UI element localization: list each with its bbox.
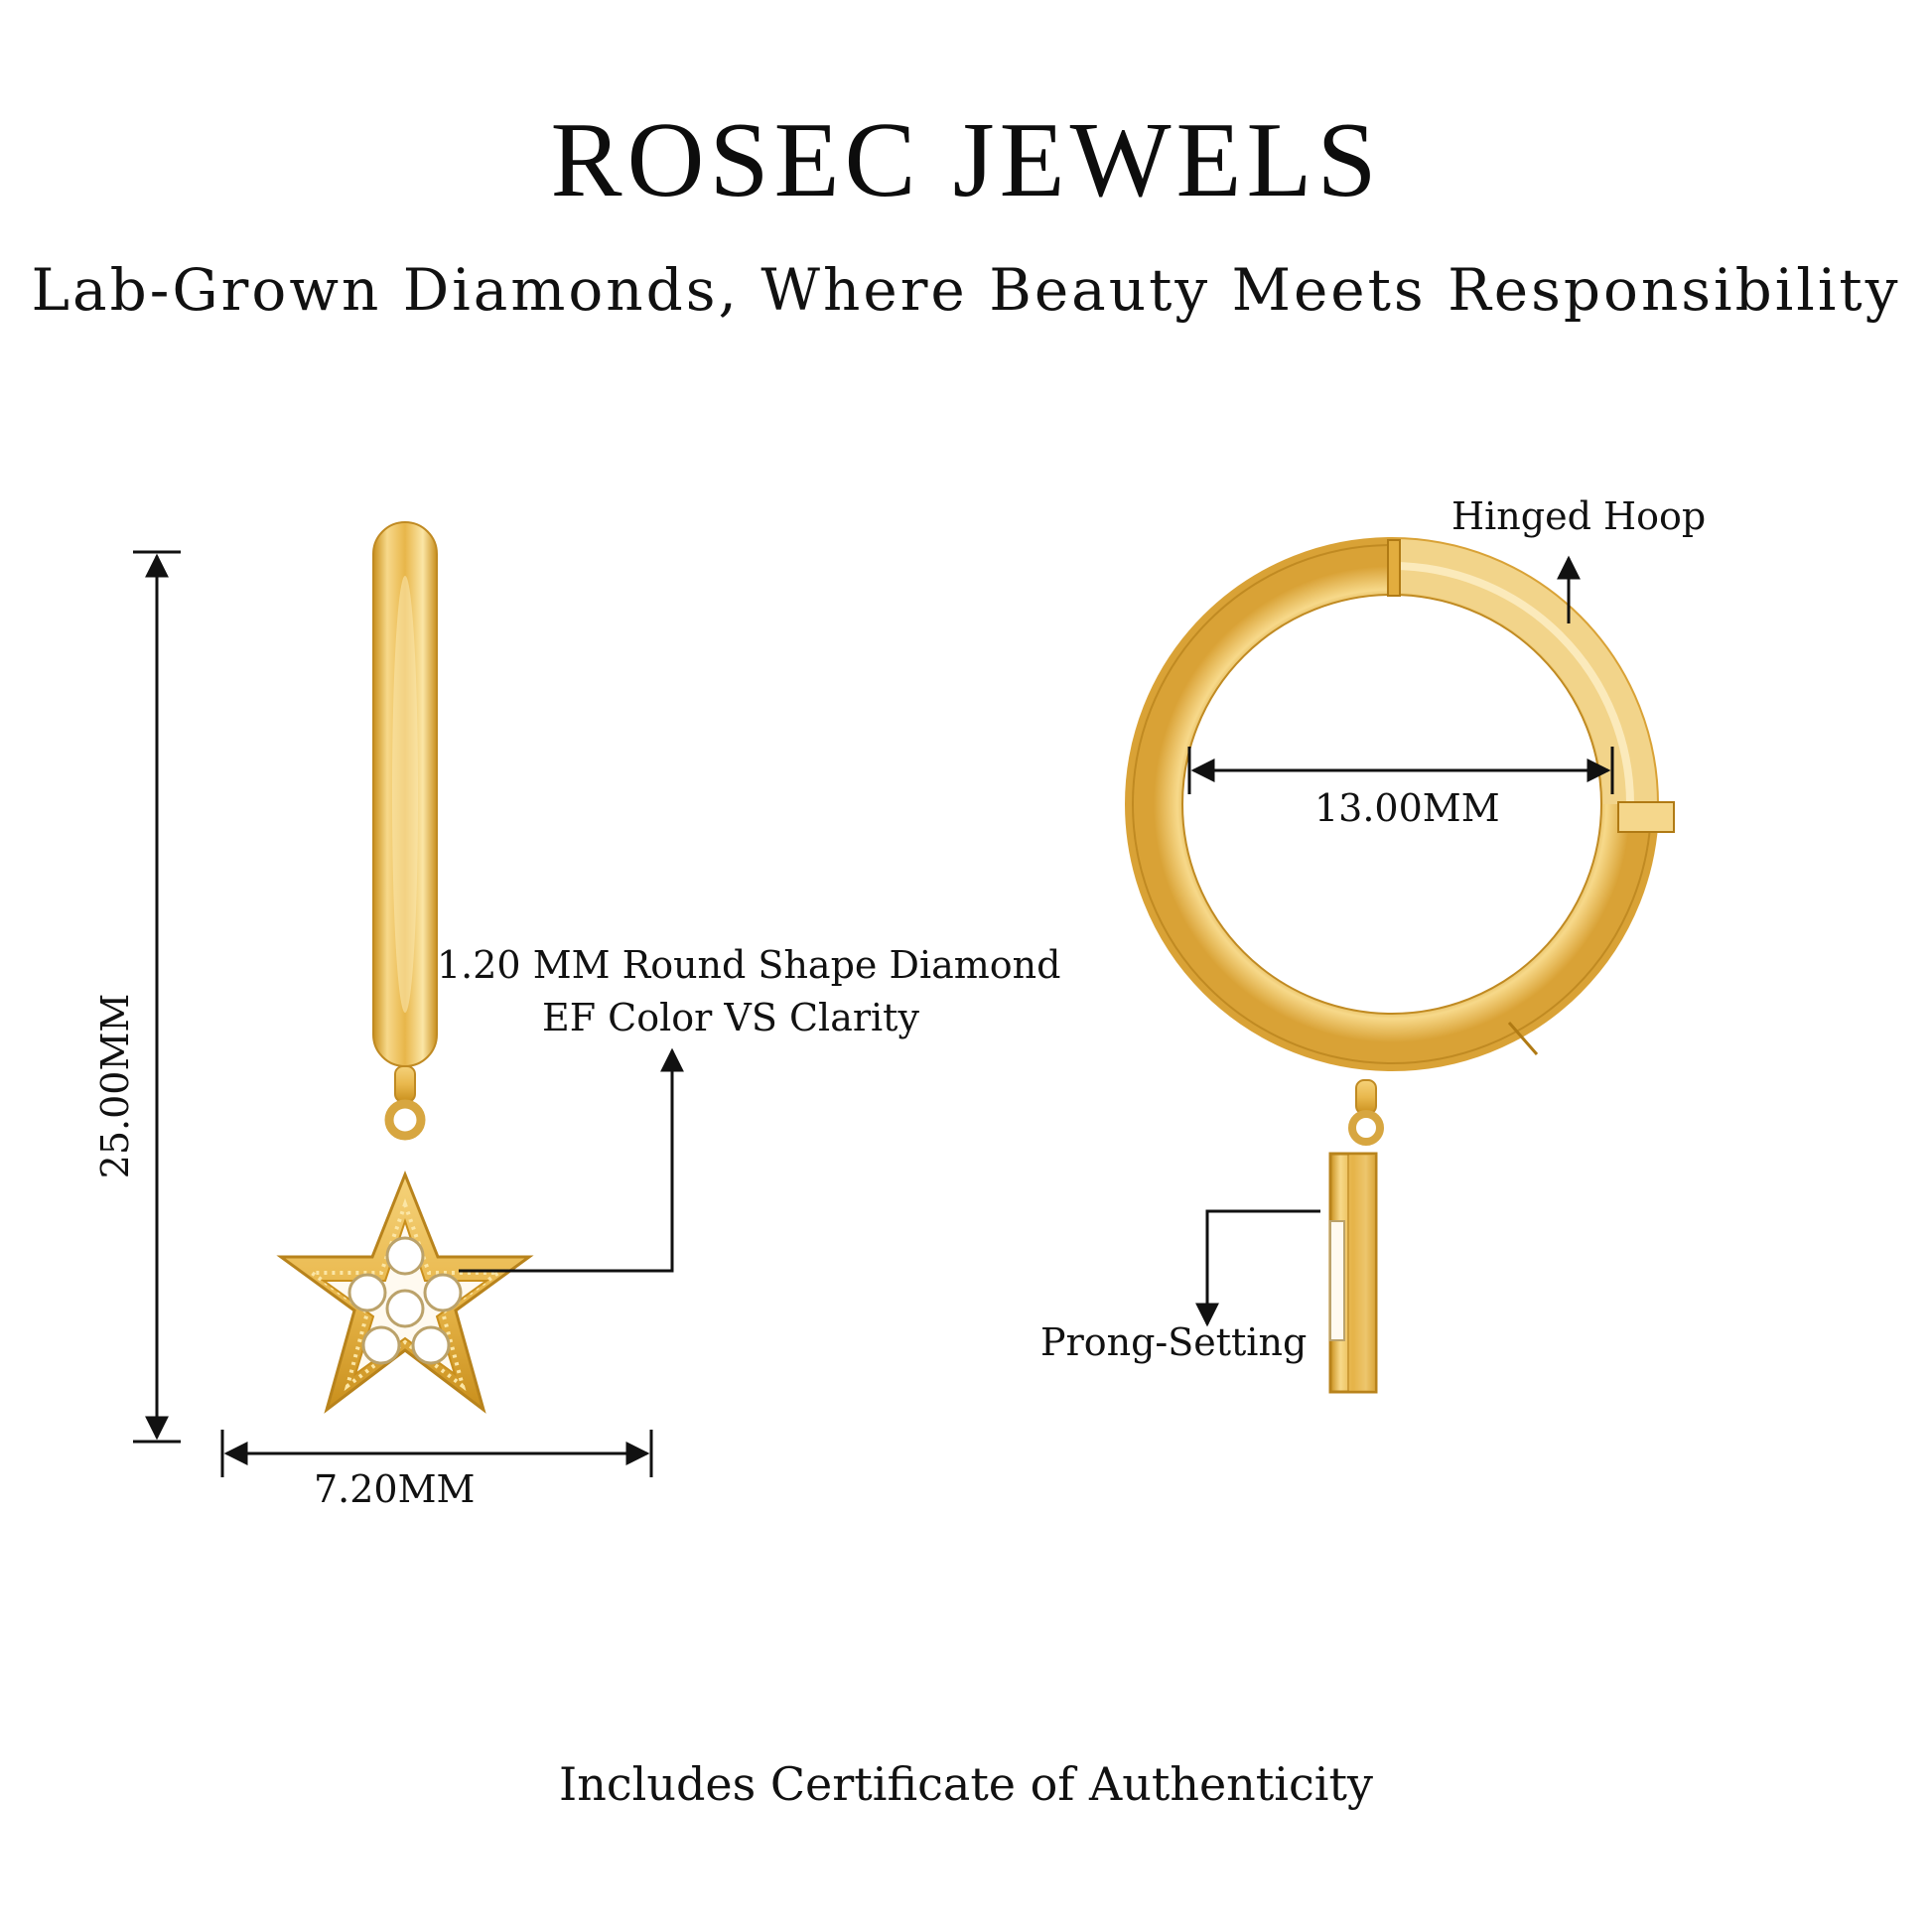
tagline: Lab-Grown Diamonds, Where Beauty Meets R… (31, 256, 1901, 324)
brand-title: ROSEC JEWELS (550, 101, 1382, 219)
diameter-label: 13.00MM (1314, 786, 1500, 830)
side-pendant (1328, 1079, 1384, 1394)
diamond-cluster (347, 1236, 463, 1365)
diameter-dimension (1187, 747, 1614, 794)
diamond-callout-leader (459, 1047, 684, 1273)
width-dimension (220, 1430, 653, 1477)
width-label: 7.20MM (314, 1467, 476, 1511)
certificate-note: Includes Certificate of Authenticity (559, 1757, 1373, 1811)
hinge-label: Hinged Hoop (1451, 494, 1707, 538)
front-hoop (372, 521, 438, 1067)
hinge-joint (1387, 539, 1675, 1055)
diamond-note-line1: 1.20 MM Round Shape Diamond (437, 943, 1061, 987)
setting-callout-leader (1195, 1209, 1320, 1327)
front-bail (384, 1065, 426, 1141)
setting-label: Prong-Setting (1040, 1320, 1308, 1364)
diamond-note-line2: EF Color VS Clarity (542, 996, 919, 1039)
height-label: 25.00MM (93, 993, 137, 1179)
height-dimension (133, 550, 181, 1444)
